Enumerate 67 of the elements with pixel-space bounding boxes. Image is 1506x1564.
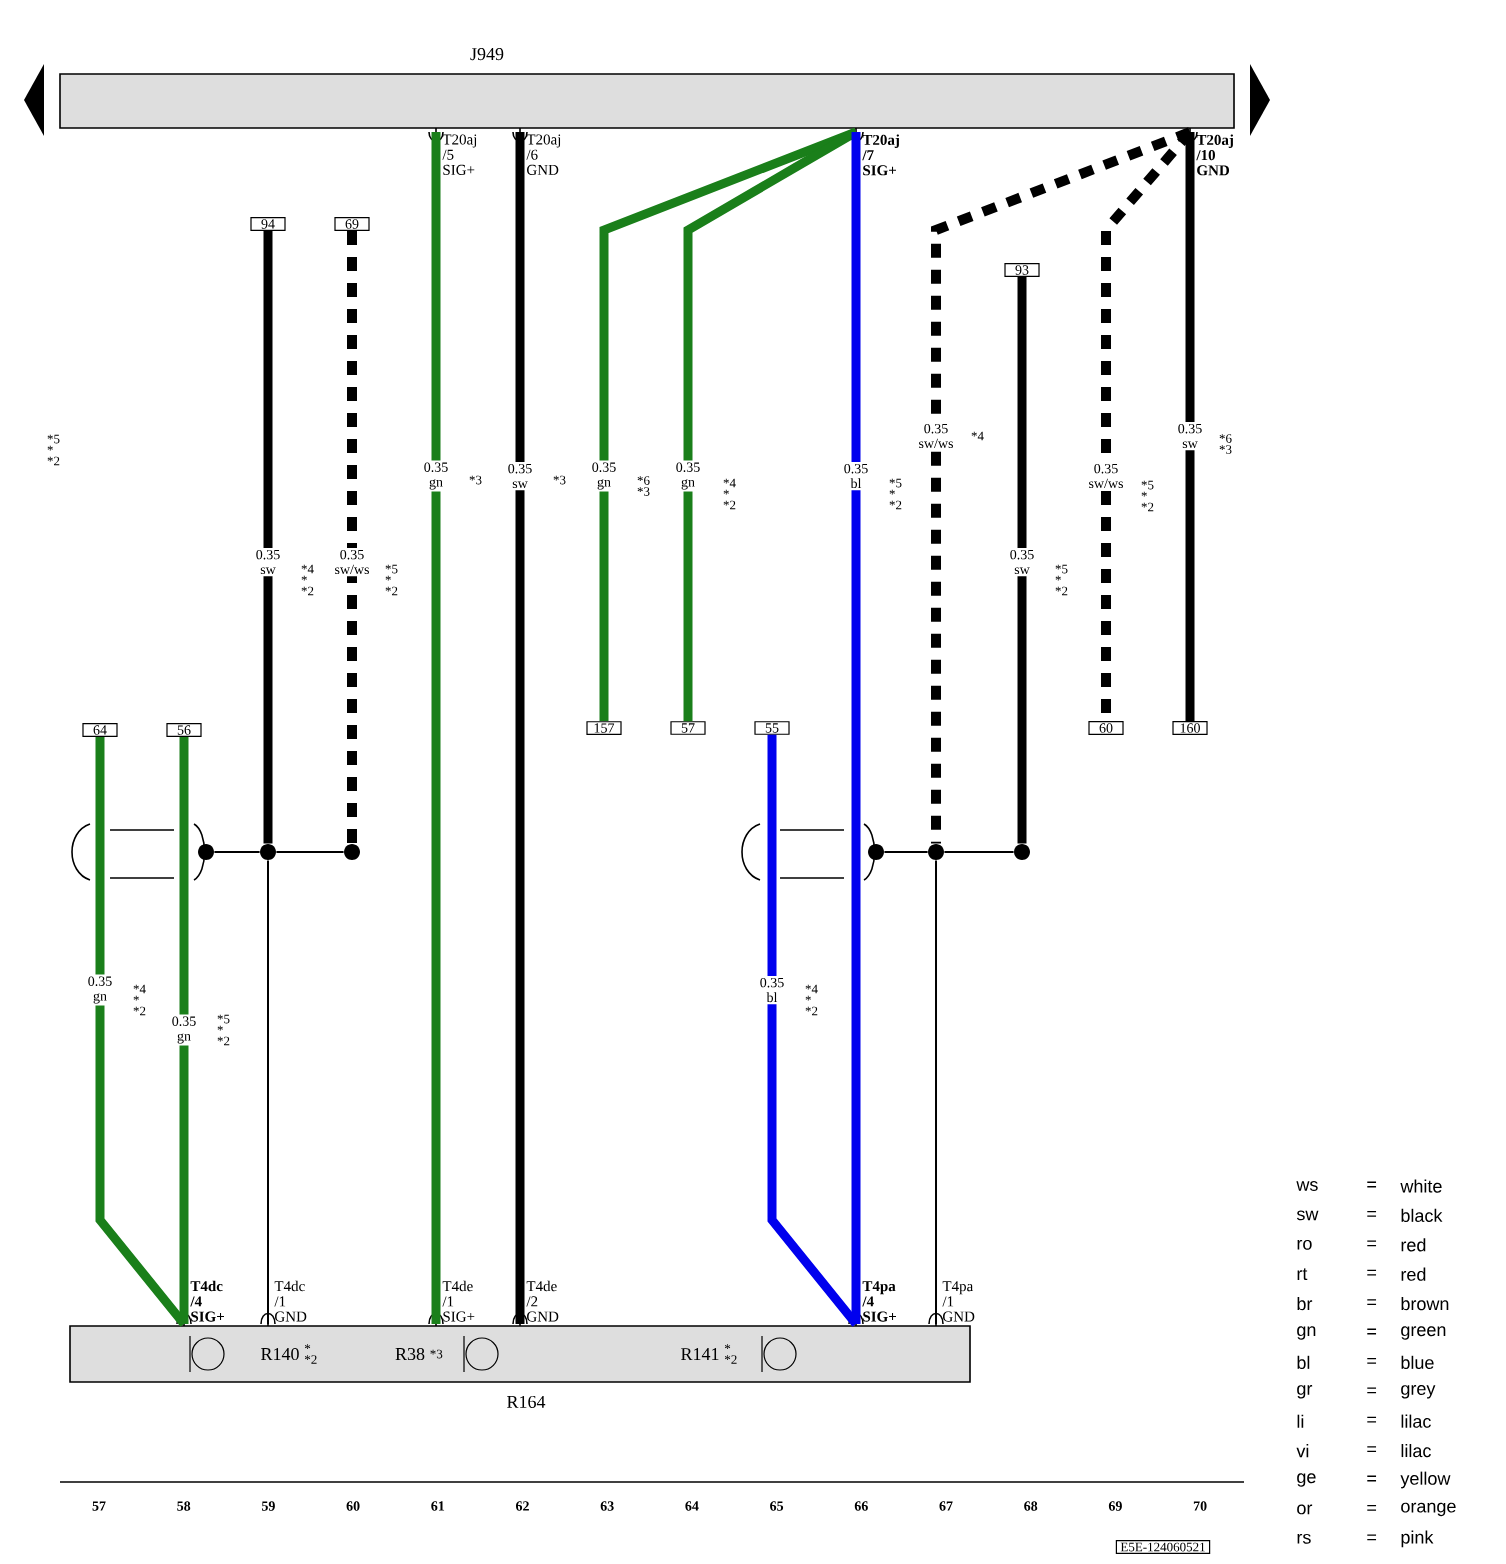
wire: [179, 736, 189, 1324]
legend-text: or: [1297, 1504, 1313, 1515]
legend-text: =: [1367, 1328, 1377, 1335]
legend-text: pink: [1401, 1530, 1434, 1548]
legend-text: bl: [1297, 1355, 1310, 1370]
legend-text: ge: [1297, 1473, 1316, 1487]
legend-text: orange: [1401, 1502, 1456, 1517]
junction-dot: [344, 844, 360, 860]
junction-dot: [868, 844, 884, 860]
legend-text: =: [1367, 1358, 1377, 1364]
legend-text: ro: [1297, 1239, 1312, 1250]
wire: [851, 132, 861, 1324]
legend-text: red: [1401, 1267, 1426, 1281]
legend-text: lilac: [1401, 1444, 1431, 1458]
legend-text: black: [1401, 1208, 1443, 1223]
wire: [599, 127, 858, 722]
legend-text: brown: [1401, 1297, 1449, 1311]
wire: [1185, 132, 1195, 722]
junction-dot: [198, 844, 214, 860]
junction-dot: [1014, 844, 1030, 860]
legend-text: br: [1297, 1297, 1313, 1311]
wire: [431, 132, 441, 1324]
wire: [275, 851, 345, 853]
junction-dot: [260, 844, 276, 860]
legend-text: =: [1367, 1240, 1377, 1247]
legend-text: =: [1367, 1269, 1377, 1276]
wire: [515, 132, 525, 1324]
legend-text: =: [1367, 1505, 1377, 1511]
connector-bar: J949: [24, 48, 1270, 136]
wire: [935, 859, 937, 1325]
legend-text: vi: [1296, 1444, 1309, 1458]
legend-text: white: [1400, 1179, 1442, 1193]
wire: [213, 851, 261, 853]
legend-text: =: [1367, 1416, 1377, 1423]
wire: [267, 859, 269, 1325]
wire: [931, 127, 1192, 844]
legend-text: green: [1401, 1326, 1446, 1340]
legend-text: lilac: [1401, 1414, 1431, 1428]
wire: [347, 230, 357, 844]
wire: [1017, 276, 1027, 844]
legend-text: =: [1367, 1299, 1377, 1305]
legend-text: li: [1297, 1414, 1304, 1428]
legend-text: ws: [1296, 1181, 1318, 1191]
legend-text: =: [1367, 1181, 1377, 1188]
wire: [263, 230, 273, 844]
legend-text: gn: [1297, 1326, 1316, 1340]
legend-text: grey: [1401, 1385, 1436, 1399]
legend-text: blue: [1401, 1355, 1434, 1370]
wire: [767, 734, 860, 1327]
wire: [943, 851, 1015, 853]
legend-text: =: [1367, 1211, 1377, 1217]
legend-text: rs: [1297, 1533, 1311, 1544]
legend-text: gr: [1297, 1385, 1313, 1399]
legend-text: =: [1367, 1534, 1377, 1541]
legend-text: yellow: [1400, 1471, 1451, 1489]
legend-text: =: [1367, 1475, 1377, 1482]
junction-dot: [928, 844, 944, 860]
legend-text: rt: [1297, 1268, 1308, 1281]
wire: [95, 736, 188, 1327]
wire: [683, 128, 859, 722]
node-label: J949: [470, 48, 504, 61]
legend-text: =: [1367, 1446, 1377, 1452]
wire: [883, 851, 929, 853]
legend-text: red: [1401, 1238, 1426, 1252]
node-label: R164: [507, 1395, 546, 1408]
legend-text: sw: [1296, 1210, 1319, 1221]
legend-text: =: [1367, 1387, 1377, 1394]
